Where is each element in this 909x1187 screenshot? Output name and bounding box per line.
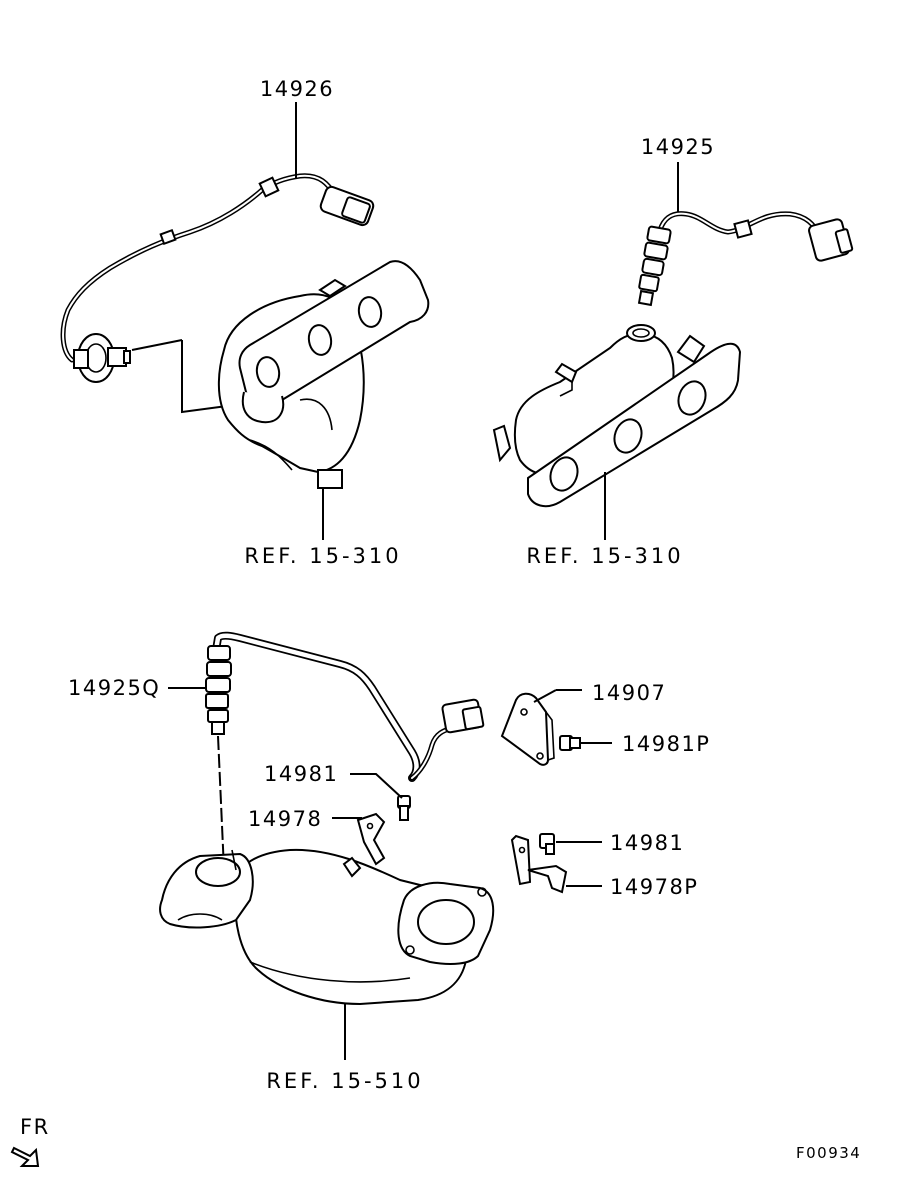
part-label-14981-left: 14981: [264, 762, 338, 786]
front-marker-label: FR: [20, 1115, 50, 1139]
oxygen-sensor-14925q: [205, 631, 485, 782]
clip-14978-left: [356, 812, 386, 866]
part-label-14978p: 14978P: [610, 875, 698, 899]
front-direction-arrow-icon: [10, 1146, 40, 1167]
part-label-14926: 14926: [260, 77, 334, 101]
exhaust-manifold-right: [492, 324, 742, 508]
oxygen-sensor-14926: [60, 173, 375, 383]
exhaust-manifold-left: [217, 260, 430, 489]
part-label-14981-right: 14981: [610, 831, 684, 855]
bolt-14981-right: [539, 833, 555, 855]
part-label-14925q: 14925Q: [68, 676, 160, 700]
oxygen-sensor-14925: [637, 211, 854, 307]
part-label-14925: 14925: [641, 135, 715, 159]
leader-14981-left: [350, 773, 403, 799]
figure-code: F00934: [796, 1144, 861, 1162]
ref-label-manifold-right: REF. 15-310: [526, 544, 683, 568]
ref-label-manifold-left: REF. 15-310: [244, 544, 401, 568]
catalytic-converter: [159, 848, 495, 1006]
bolt-14981p: [559, 735, 581, 751]
bolt-14981-left: [397, 795, 411, 821]
ref-label-catalyst: REF. 15-510: [266, 1069, 423, 1093]
part-label-14981p: 14981P: [622, 732, 710, 756]
part-label-14907: 14907: [592, 681, 666, 705]
leader-sensor-to-catalyst: [217, 735, 225, 871]
bracket-14907: [500, 692, 555, 766]
clip-14978p: [510, 834, 568, 894]
part-label-14978: 14978: [248, 807, 322, 831]
leader-14907: [533, 689, 557, 703]
